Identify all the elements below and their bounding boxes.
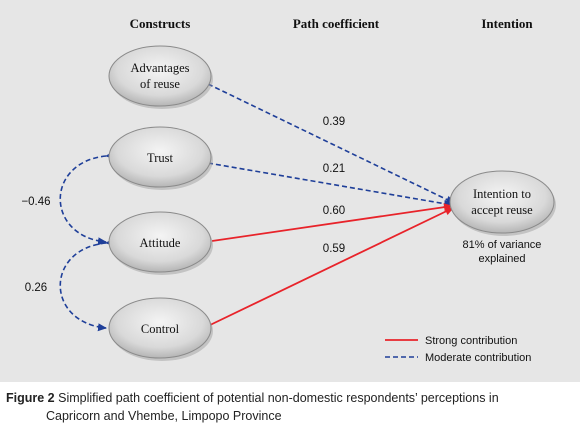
coefficient-attitude: 0.60: [323, 205, 345, 217]
node-trust-label: Trust: [147, 151, 173, 165]
node-intention-to-accept-reuse: Intention to accept reuse: [449, 170, 556, 236]
node-intention-line2: accept reuse: [471, 203, 533, 217]
caption-label: Figure 2: [6, 391, 55, 405]
node-attitude: Attitude: [108, 211, 213, 275]
caption-line1: Figure 2 Simplified path coefficient of …: [6, 389, 574, 407]
legend-strong-label: Strong contribution: [425, 335, 517, 347]
coefficient-attitude-control: 0.26: [25, 282, 47, 294]
node-control: Control: [108, 297, 213, 361]
caption-line2: Capricorn and Vhembe, Limpopo Province: [46, 409, 282, 423]
node-advantages-line2: of reuse: [140, 77, 180, 91]
arc-trust-attitude: [59, 151, 115, 246]
coefficient-advantages: 0.39: [323, 116, 345, 128]
header-path-coefficient: Path coefficient: [293, 16, 380, 31]
node-control-label: Control: [141, 322, 180, 336]
node-trust: Trust: [108, 126, 213, 190]
variance-line2: explained: [478, 253, 525, 265]
node-advantages-line1: Advantages: [130, 61, 189, 75]
variance-line1: 81% of variance: [463, 239, 542, 251]
header-constructs: Constructs: [130, 16, 191, 31]
header-intention: Intention: [481, 16, 533, 31]
figure-caption: Figure 2 Simplified path coefficient of …: [6, 389, 574, 425]
arc-attitude-control: [59, 238, 115, 332]
caption-text-1: Simplified path coefficient of potential…: [58, 391, 499, 405]
path-trust-intention: [207, 162, 453, 208]
coefficient-trust-attitude: −0.46: [21, 196, 50, 208]
legend-moderate-label: Moderate contribution: [425, 352, 531, 364]
path-attitude-intention: [211, 203, 453, 242]
legend: Strong contribution Moderate contributio…: [385, 335, 531, 364]
path-advantages-intention: [207, 83, 455, 204]
coefficient-control: 0.59: [323, 243, 345, 255]
node-attitude-label: Attitude: [140, 236, 181, 250]
path-control-intention: [207, 207, 454, 327]
node-advantages-of-reuse: Advantages of reuse: [108, 45, 213, 109]
node-intention-line1: Intention to: [473, 187, 531, 201]
path-diagram: Constructs Path coefficient Intention Ad…: [21, 16, 556, 364]
coefficient-trust: 0.21: [323, 163, 345, 175]
